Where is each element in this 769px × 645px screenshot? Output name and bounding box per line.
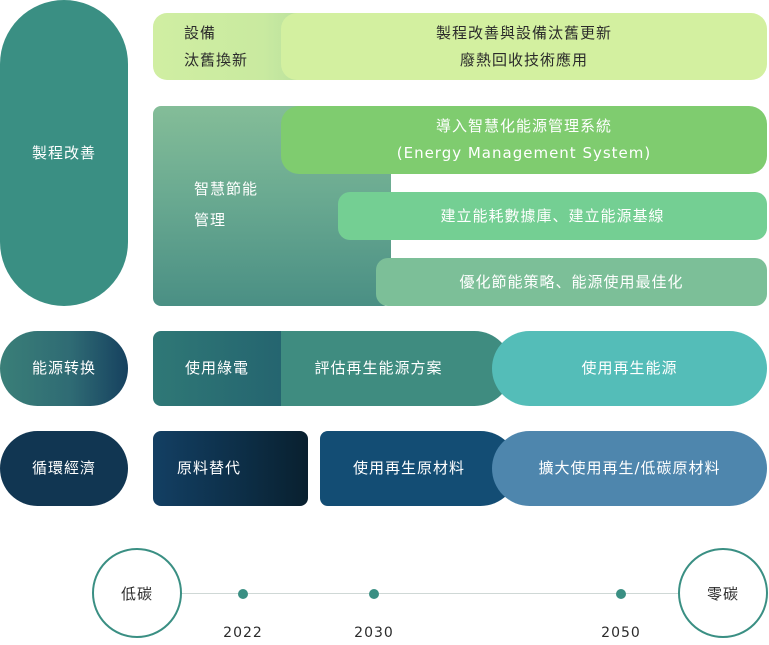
- use-renewable-label: 使用再生能源: [581, 359, 678, 377]
- raw-material-replacement-label: 原料替代: [176, 459, 241, 477]
- recycled-material-pill: 使用再生原材料: [320, 431, 518, 506]
- raw-material-replacement-block: [153, 431, 308, 506]
- low-carbon-label: 低碳: [120, 584, 153, 603]
- equipment-replacement-text: 設備 汰舊換新: [153, 13, 283, 80]
- process-improvement-line-1: 製程改善與設備汰舊更新: [435, 23, 612, 42]
- expand-low-carbon-material-pill: 擴大使用再生/低碳原材料: [492, 431, 767, 506]
- process-improvement-pill: 製程改善與設備汰舊更新 廢熱回收技術應用: [281, 13, 767, 80]
- low-carbon-circle: 低碳: [92, 548, 182, 638]
- category-process-label: 製程改善: [31, 143, 96, 162]
- smart-energy-line-1: 智慧節能: [194, 180, 259, 198]
- recycled-material-label: 使用再生原材料: [352, 459, 465, 477]
- smart-energy-line-2: 管理: [194, 211, 227, 229]
- raw-material-replacement-text: 原料替代: [153, 431, 265, 506]
- timeline-line: [138, 593, 698, 594]
- use-renewable-pill: 使用再生能源: [492, 331, 767, 406]
- ems-line-2: (Energy Management System): [396, 144, 652, 162]
- equipment-line-1: 設備: [184, 23, 217, 42]
- year-label-2022: 2022: [223, 625, 263, 641]
- timeline-dot-2050: [616, 589, 626, 599]
- green-power-label: 使用綠電: [184, 359, 249, 377]
- green-power-text: 使用綠電: [153, 331, 281, 406]
- assess-renewable-label: 評估再生能源方案: [314, 359, 443, 377]
- timeline-dot-2022: [238, 589, 248, 599]
- assess-renewable-pill: 評估再生能源方案: [281, 331, 512, 406]
- smart-energy-text: 智慧節能 管理: [153, 176, 283, 236]
- ems-pill: 導入智慧化能源管理系統 (Energy Management System): [281, 106, 767, 174]
- ems-line-1: 導入智慧化能源管理系統: [435, 117, 612, 135]
- energy-optimization-pill: 優化節能策略、能源使用最佳化: [376, 258, 767, 306]
- expand-low-carbon-material-label: 擴大使用再生/低碳原材料: [538, 459, 721, 477]
- zero-carbon-circle: 零碳: [678, 548, 768, 638]
- category-energy-transition: 能源转换: [0, 331, 128, 406]
- equipment-line-2: 汰舊換新: [184, 50, 249, 69]
- process-improvement-line-2: 廢熱回收技術應用: [459, 50, 588, 69]
- energy-database-pill: 建立能耗數據庫、建立能源基線: [338, 192, 767, 240]
- timeline-dot-2030: [369, 589, 379, 599]
- zero-carbon-label: 零碳: [706, 584, 739, 603]
- year-label-2050: 2050: [601, 625, 641, 641]
- category-energy-label: 能源转换: [31, 359, 96, 377]
- energy-optimization-label: 優化節能策略、能源使用最佳化: [459, 272, 684, 291]
- year-label-2030: 2030: [354, 625, 394, 641]
- category-circular-economy: 循環經濟: [0, 431, 128, 506]
- energy-database-label: 建立能耗數據庫、建立能源基線: [440, 206, 665, 225]
- category-circular-label: 循環經濟: [31, 459, 96, 477]
- category-process-improvement: 製程改善: [0, 0, 128, 306]
